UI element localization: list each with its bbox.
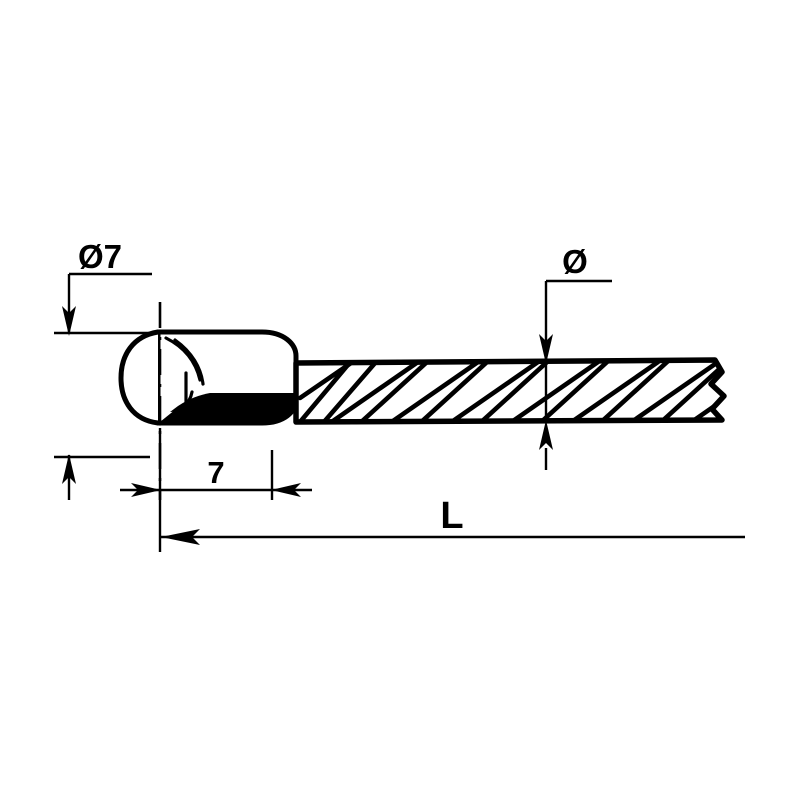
d7-upper-arrowhead [62,306,76,336]
strand-line-secondary [317,360,421,422]
cable-d-lower-arrowhead [539,420,553,450]
cable-d-upper-arrowhead [539,334,553,364]
dimension-cable-diameter: Ø [539,243,612,470]
cable-part [293,357,727,425]
dimension-label-ferrule-length: 7 [207,455,224,490]
dimension-label-overall-length: L [440,495,463,537]
strand-line-secondary [557,360,661,422]
ferrule-bore-arc-inner [173,338,205,386]
strand-line-secondary [617,360,721,422]
ferrule-cable-entry-curve [158,390,194,426]
strand-line-secondary [437,360,541,422]
strand-line-secondary [677,360,724,422]
ferrule-bore-arc-upper [164,336,202,382]
dimension-label-cable-diameter: Ø [562,243,588,280]
ferrule-part [118,329,299,426]
strand-line [453,360,561,422]
strand-line-secondary [297,360,373,401]
d7-lower-arrowhead [62,454,76,484]
ferrule-shade-band-taper [170,393,296,412]
ferrule-left-face-arc [118,329,161,426]
strand-line [393,360,501,422]
len7-right-arrowhead [271,483,301,497]
cable-strands [297,360,724,422]
strand-line [301,360,385,422]
strand-line [333,360,441,422]
L-left-arrowhead [161,529,200,545]
dimension-label-ferrule-diameter: Ø7 [78,238,122,275]
dimension-overall-length: L [158,495,745,552]
strand-line [573,360,681,422]
len7-left-arrowhead [131,483,161,497]
ferrule-shading-group [158,393,296,423]
dimension-ferrule-length: 7 [120,428,312,500]
strand-line-secondary [497,360,601,422]
strand-line [513,360,621,422]
dimension-ferrule-diameter: Ø7 [54,238,152,500]
strand-line-secondary [377,360,481,422]
